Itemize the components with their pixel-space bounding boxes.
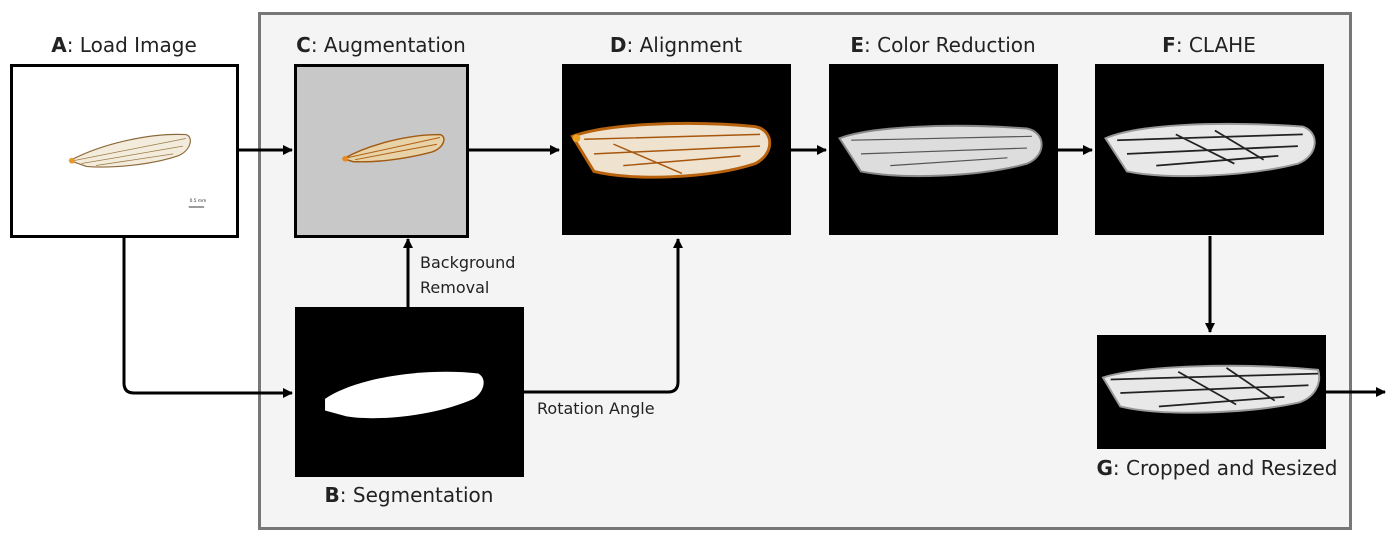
label-g: G: Cropped and Resized (1096, 456, 1338, 480)
arrow-a-to-b (122, 236, 293, 398)
panel-cropped-resized (1097, 335, 1326, 449)
label-a: A: Load Image (51, 33, 197, 57)
panel-augmentation (294, 64, 469, 238)
label-f: F: CLAHE (1162, 33, 1256, 57)
label-e: E: Color Reduction (850, 33, 1036, 57)
label-c: C: Augmentation (296, 33, 466, 57)
panel-segmentation (295, 307, 524, 477)
panel-color-reduction (829, 64, 1058, 235)
scale-bar-label: 0.5 mm (190, 198, 207, 204)
label-d: D: Alignment (609, 33, 743, 57)
panel-alignment (562, 64, 791, 235)
label-b: B: Segmentation (324, 483, 494, 507)
arrow-b-to-d (523, 238, 683, 394)
panel-clahe (1095, 64, 1324, 235)
rotation-angle-label: Rotation Angle (537, 399, 655, 418)
panel-load-image: 0.5 mm (10, 64, 239, 238)
